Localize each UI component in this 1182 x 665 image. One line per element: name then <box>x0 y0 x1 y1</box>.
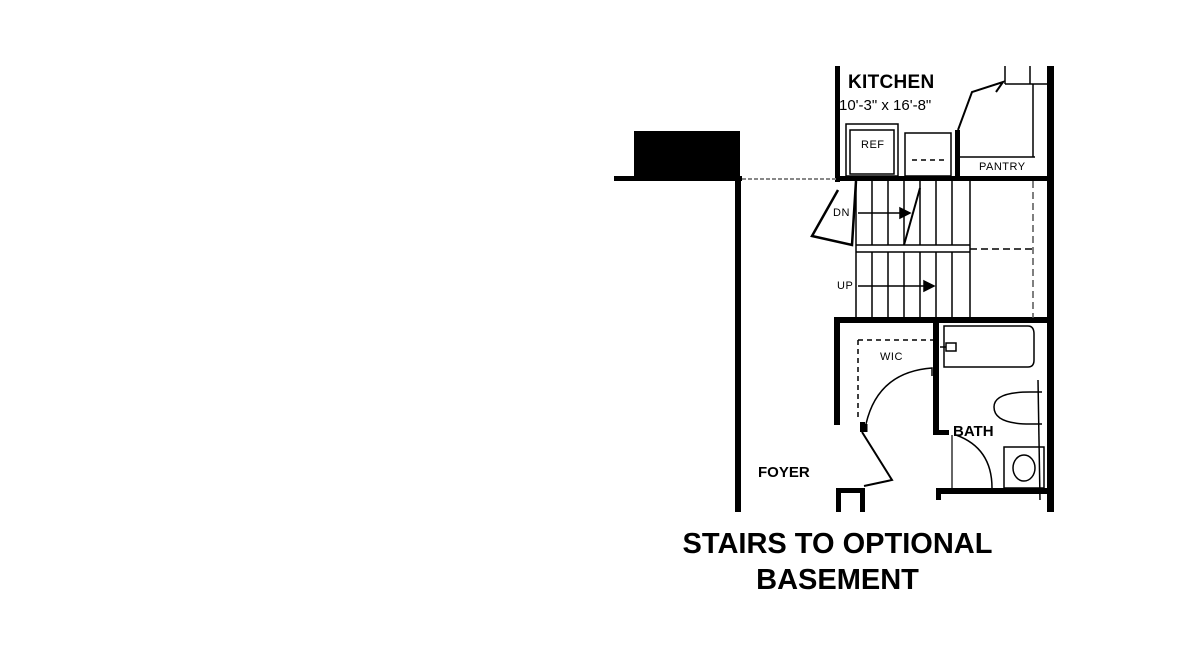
stairs-down-label: DN <box>833 207 850 219</box>
foyer-wall-lower <box>836 488 841 512</box>
wic-bath-wall <box>933 317 939 435</box>
bath-fixtures <box>940 325 1045 501</box>
sink <box>1003 446 1045 489</box>
kitchen-bottom-wall <box>835 176 1054 181</box>
stair-landing <box>810 180 858 247</box>
wic-top-wall <box>834 317 1048 323</box>
caption-line-2: BASEMENT <box>756 564 919 596</box>
stairs <box>810 180 1034 318</box>
left-wall <box>735 176 741 512</box>
right-wall <box>1047 66 1054 512</box>
refrigerator-label: REF <box>861 139 885 151</box>
toilet <box>993 391 1042 425</box>
kitchen-fixtures <box>845 66 1047 177</box>
closet-label: WIC <box>880 351 903 363</box>
foyer-door <box>861 431 894 487</box>
bathtub <box>943 325 1035 368</box>
bath-left-stub <box>936 488 941 500</box>
closet <box>857 339 934 432</box>
bath-bottom-wall <box>936 488 1048 494</box>
wic-left-wall <box>834 317 840 425</box>
walls <box>614 66 1054 512</box>
foyer-wall-bottom <box>836 488 862 493</box>
refrigerator <box>845 123 899 177</box>
wic-door <box>865 367 933 425</box>
foyer-door-jamb <box>860 488 865 512</box>
stairs-up-label: UP <box>837 280 854 292</box>
bath-door <box>955 434 993 489</box>
pantry-wall <box>955 130 960 180</box>
range <box>904 132 952 177</box>
bath-label: BATH <box>953 423 994 440</box>
kitchen-left-wall <box>835 66 840 182</box>
kitchen-label: KITCHEN <box>848 72 935 93</box>
top-wall-left <box>614 176 742 181</box>
pantry-door <box>957 80 1006 131</box>
foyer-label: FOYER <box>758 464 810 481</box>
plan-caption: STAIRS TO OPTIONAL BASEMENT <box>600 526 1075 598</box>
caption-line-1: STAIRS TO OPTIONAL <box>682 528 993 560</box>
dark-block <box>634 131 740 179</box>
wic-door-jamb <box>860 422 865 432</box>
pantry-label: PANTRY <box>979 161 1026 173</box>
kitchen-dimensions: 10'-3" x 16'-8" <box>839 97 932 114</box>
bath-wall-stub <box>939 430 949 435</box>
